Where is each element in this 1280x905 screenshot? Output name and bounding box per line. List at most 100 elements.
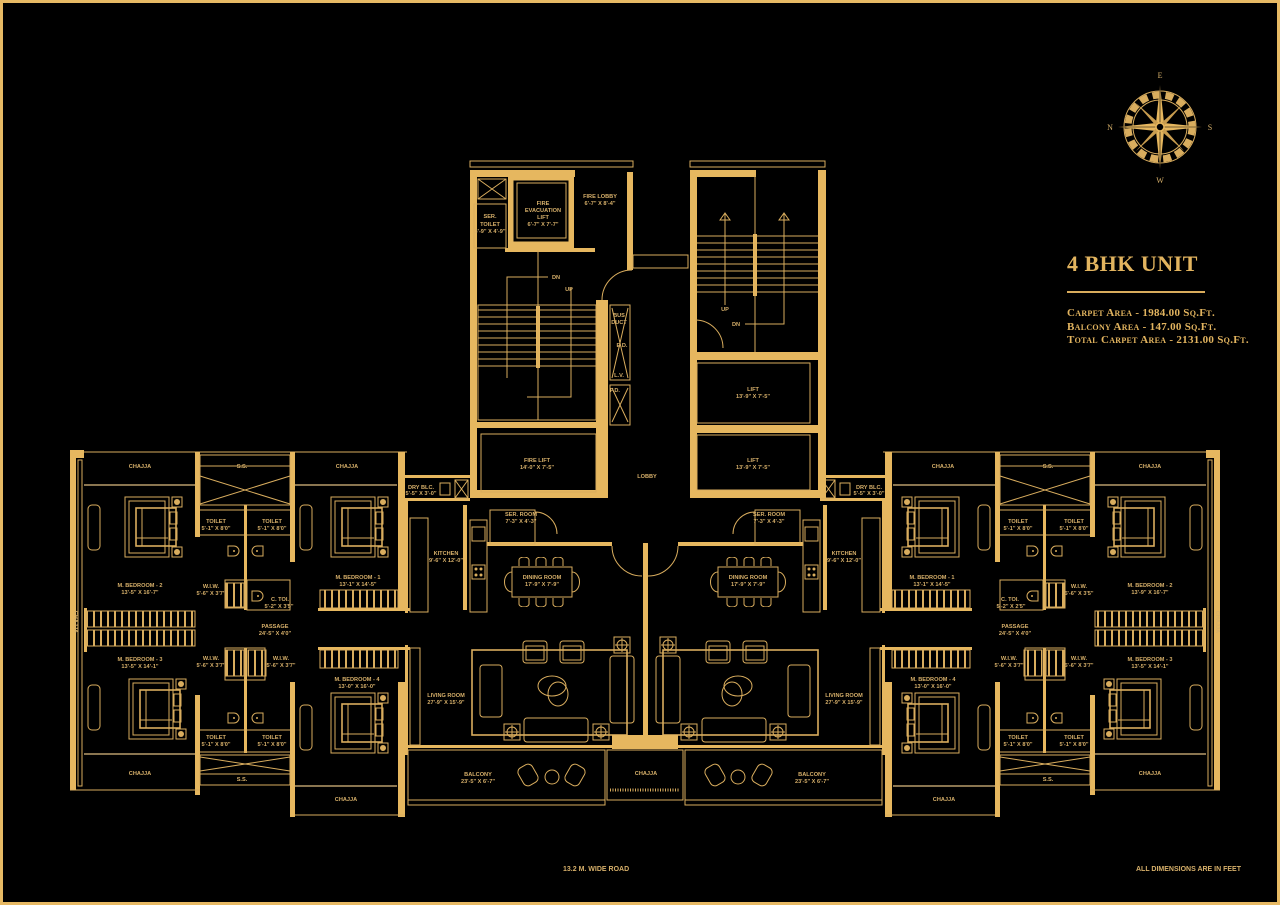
room-dims: 24'-5" X 4'0" [999,631,1032,637]
room-label: TOILET [1008,519,1028,525]
ss-shafts [199,454,469,786]
room-label: CHAJJA [1139,771,1161,777]
unit-info-panel: 4 BHK UNIT Carpet Area - 1984.00 Sq.Ft. … [1067,251,1267,348]
room-label: LIFT [747,387,759,393]
balcony-area: Balcony Area - 147.00 Sq.Ft. [1067,320,1217,333]
room-label: BALCONY [464,772,492,778]
room-dims: 7'-3" X 4'-3" [754,519,785,525]
compass-label-right: S [1208,123,1212,132]
right-core-tower [689,160,826,498]
room-label: W.I.W. [1071,656,1088,662]
room-label: M. BEDROOM - 1 [909,575,954,581]
room-dims: 23'-5" X 6'-7" [795,779,829,785]
room-dims: 9'-6" X 12'-0" [827,558,861,564]
room-dims: 6'-7" X 7'-7" [528,222,559,228]
room-label: LIVING ROOM [427,693,465,699]
room-dims: 27'-9" X 15'-9" [427,700,465,706]
left-core-tower [469,160,689,498]
room-dims: 5'-6" X 3'7" [1064,663,1093,669]
room-label: DRY BLC. [408,485,435,491]
room-label: M. BEDROOM - 4 [334,677,380,683]
living-furniture [409,637,635,746]
core-labels: SER. TOILET 3'-9" X 4'-9" FIRE EVACUATIO… [475,194,771,777]
room-label: TOILET [1064,519,1084,525]
room-label: FIRE LIFT [524,458,551,464]
room-dims: 13'-9" X 7'-5" [736,465,770,471]
room-label: DINING ROOM [523,575,562,581]
room-label: LIFT [537,215,549,221]
road-note: 13.2 M. WIDE ROAD [563,866,630,873]
room-dims: 5'-6" X 3'7" [196,663,225,669]
room-dims: 5'-1" X 8'0" [201,526,230,532]
walls [70,450,640,817]
room-dims: 5'-6" X 3'7" [196,591,225,597]
shaft-label: E.D. [617,343,628,349]
room-dims: 5'-1" X 8'0" [1003,742,1032,748]
room-label: PASSAGE [262,624,289,630]
toilets [200,505,291,753]
room-label: CHAJJA [72,611,78,633]
apartment-half-geometry-right [650,450,1220,817]
left-stair [477,250,597,421]
unit-title: 4 BHK UNIT [1067,251,1198,276]
room-label: TOILET [262,519,282,525]
central-lobby [606,543,684,801]
room-label: M. BEDROOM - 2 [1127,583,1172,589]
room-label: M. BEDROOM - 3 [117,657,162,663]
room-dims: 23'-5" X 6'-7" [461,779,495,785]
room-label: DINING ROOM [729,575,768,581]
room-dims: 5'-6" X 3'5" [1064,591,1093,597]
room-dims: 13'-9" X 7'-5" [736,394,770,400]
room-label: C. TOI. [271,597,289,603]
left-unit-labels: CHAJJA S.S. CHAJJA CHAJJA TOILET 5'-1" X… [72,464,562,803]
room-dims: 5'-1" X 8'0" [1059,742,1088,748]
room-label: TOILET [206,519,226,525]
room-label: CHAJJA [129,771,151,777]
room-label: W.I.W. [203,656,220,662]
room-label: KITCHEN [832,551,857,557]
room-label: CHAJJA [1214,611,1220,633]
room-dims: 13'-5" X 16'-7" [121,590,159,596]
total-carpet-area: Total Carpet Area - 2131.00 Sq.Ft. [1067,334,1249,346]
shaft-label: L.V. [614,373,624,379]
dimensions-note: ALL DIMENSIONS ARE IN FEET [1136,866,1242,873]
room-label: SER. [483,214,497,220]
room-label: S.S. [1043,464,1054,470]
stair-dn: DN [732,322,740,328]
compass-label-top: E [1158,71,1163,80]
room-label: FIRE [537,201,550,207]
room-dims: 14'-0" X 7'-5" [520,465,554,471]
room-label: CHAJJA [1139,464,1161,470]
room-label: CHAJJA [335,797,357,803]
room-label: TOILET [262,735,282,741]
room-label: CHAJJA [336,464,358,470]
room-dims: 5'-1" X 8'0" [1059,526,1088,532]
room-dims: 5'-1" X 8'0" [201,742,230,748]
room-label: DRY BLC. [856,485,883,491]
room-dims: 13'-5" X 14'-1" [121,664,159,670]
room-label: FIRE LOBBY [583,194,617,200]
room-label: CHAJJA [129,464,151,470]
room-dims: 5'-5" X 3'-0" [406,491,437,497]
shaft-label: F.D. [610,388,620,394]
room-dims: 27'-9" X 15'-9" [825,700,863,706]
title-divider [1067,291,1205,293]
room-label: S.S. [237,464,248,470]
room-label: PASSAGE [1002,624,1029,630]
kitchen-fixtures [409,482,558,613]
room-dims: 13'-9" X 16'-7" [1131,590,1169,596]
room-label: SER. ROOM [505,512,537,518]
room-dims: 5'-2" X 2'5" [996,604,1025,610]
room-label: EVACUATION [525,208,561,214]
room-dims: 13'-1" X 14'-5" [339,582,377,588]
room-dims: 5'-5" X 3'-0" [854,491,885,497]
room-dims: 5'-1" X 8'0" [1003,526,1032,532]
room-dims: 5'-6" X 3'7" [266,663,295,669]
room-dims: 7'-3" X 4'-3" [506,519,537,525]
wardrobes [85,582,399,677]
room-label: W.I.W. [203,584,220,590]
room-label: SER. ROOM [753,512,785,518]
beds [87,497,388,753]
room-dims: 13'-0" X 16'-0" [338,684,376,690]
